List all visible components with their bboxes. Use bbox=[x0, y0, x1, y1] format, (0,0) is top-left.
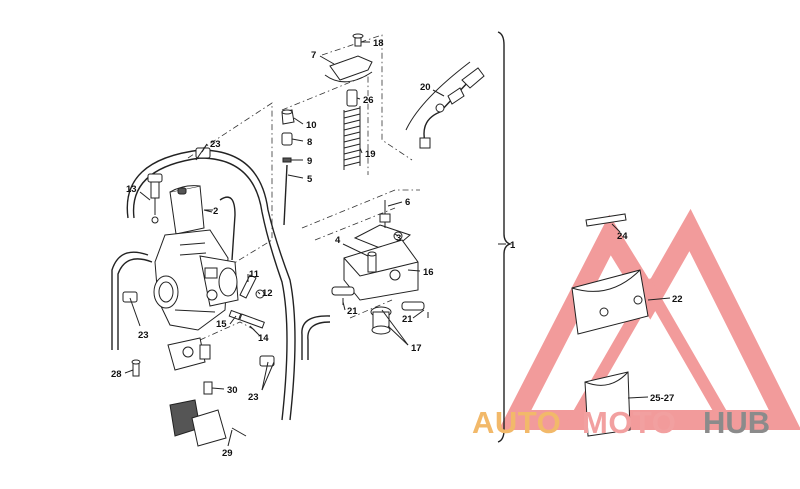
callout-9: 9 bbox=[307, 156, 312, 167]
callout-28: 28 bbox=[111, 369, 122, 380]
callout-23-left: 23 bbox=[138, 330, 149, 341]
callout-20: 20 bbox=[420, 82, 431, 93]
callout-22: 22 bbox=[672, 294, 683, 305]
watermark-word-auto: AUTO bbox=[472, 405, 561, 440]
float-bowl-part bbox=[167, 337, 211, 371]
callout-4: 4 bbox=[335, 235, 341, 246]
watermark-word-hub: HUB bbox=[703, 405, 770, 440]
callout-11: 11 bbox=[249, 269, 260, 280]
watermark-triangles bbox=[498, 208, 800, 430]
callout-23-bottom: 23 bbox=[248, 392, 259, 403]
callout-16: 16 bbox=[423, 267, 434, 278]
drain-fitting-part bbox=[370, 306, 392, 335]
callout-3: 3 bbox=[396, 233, 401, 244]
callout-19: 19 bbox=[365, 149, 376, 160]
needle-clip-parts bbox=[281, 109, 295, 226]
watermark-word-moto: MOTO bbox=[582, 405, 676, 440]
callout-21-left: 21 bbox=[347, 306, 358, 317]
callout-21-right: 21 bbox=[402, 314, 413, 325]
bottom-housing-part bbox=[169, 399, 247, 447]
jets-parts bbox=[228, 274, 265, 329]
callout-6: 6 bbox=[405, 197, 410, 208]
callout-8: 8 bbox=[307, 137, 312, 148]
small-fitting-parts bbox=[131, 359, 213, 395]
callout-24: 24 bbox=[617, 231, 628, 242]
watermark-logo bbox=[498, 208, 800, 430]
retaining-clips-part bbox=[331, 286, 429, 318]
callout-26: 26 bbox=[363, 95, 374, 106]
callout-13: 13 bbox=[126, 184, 137, 195]
vent-hoses bbox=[111, 149, 331, 421]
callout-30: 30 bbox=[227, 385, 238, 396]
callout-29: 29 bbox=[222, 448, 233, 459]
callout-7: 7 bbox=[311, 50, 316, 61]
callout-1: 1 bbox=[510, 240, 516, 251]
float-chamber-parts bbox=[343, 200, 419, 301]
callout-14: 14 bbox=[258, 333, 269, 344]
carb-top-cap-part bbox=[324, 33, 373, 83]
callout-12: 12 bbox=[262, 288, 273, 299]
throttle-slide-part bbox=[169, 185, 213, 235]
watermark-wordmark: AUTO MOTO HUB bbox=[472, 405, 770, 440]
callout-17: 17 bbox=[411, 343, 422, 354]
callout-5: 5 bbox=[307, 174, 313, 185]
tool-kit-parts bbox=[571, 213, 649, 437]
callout-23-top: 23 bbox=[210, 139, 221, 150]
watermark-inner-triangle bbox=[564, 277, 736, 426]
part-callouts: 1 2 3 4 5 6 7 8 9 10 11 12 13 14 15 16 1… bbox=[111, 38, 683, 459]
leader-lines bbox=[124, 41, 671, 447]
callout-10: 10 bbox=[306, 120, 317, 131]
slide-spring-part bbox=[343, 89, 361, 170]
throttle-cable-part bbox=[405, 61, 485, 149]
choke-plunger-part bbox=[147, 173, 163, 224]
carburetor-body bbox=[153, 229, 239, 331]
callout-25-27: 25-27 bbox=[650, 393, 674, 404]
assembly-bracket bbox=[497, 31, 513, 443]
callout-18: 18 bbox=[373, 38, 384, 49]
callout-15: 15 bbox=[216, 319, 227, 330]
callout-2: 2 bbox=[213, 206, 218, 217]
